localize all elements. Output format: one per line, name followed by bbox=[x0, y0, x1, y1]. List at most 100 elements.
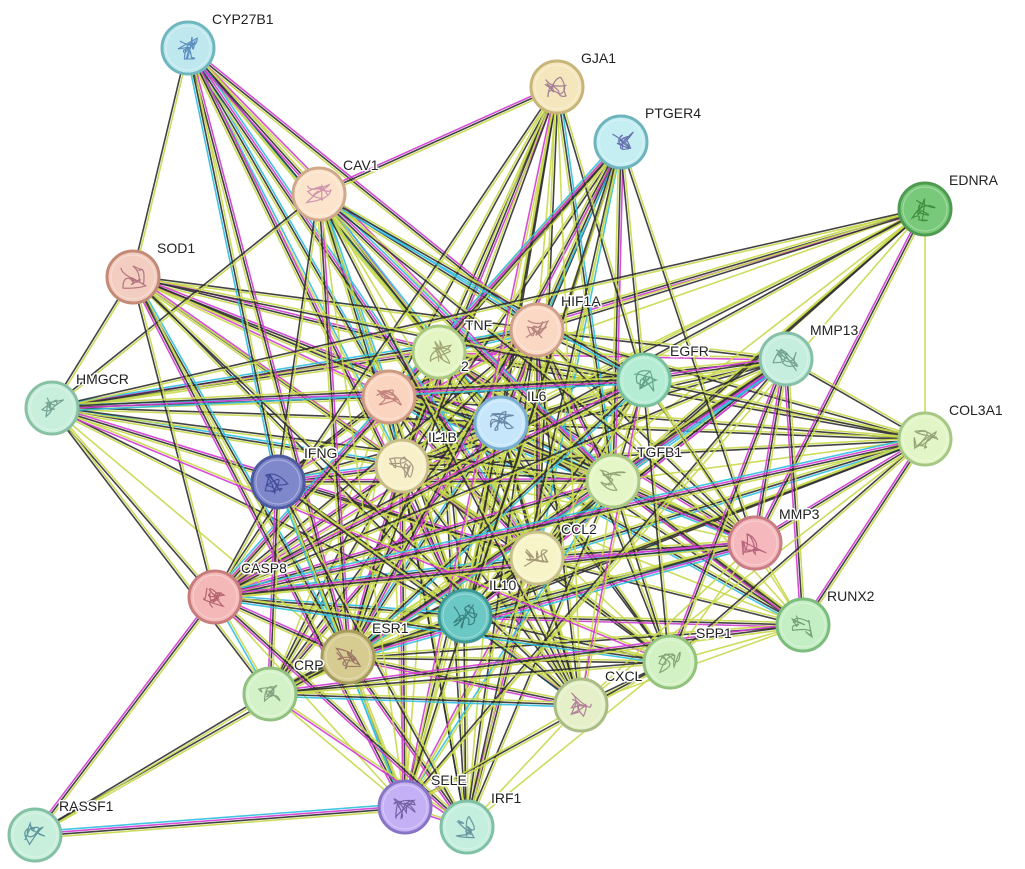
edge-egfr-casp8-strand-1 bbox=[214, 379, 645, 598]
node-circle-tgfb1[interactable] bbox=[585, 453, 641, 509]
protein-structure-icon bbox=[570, 692, 592, 718]
node-label-runx2: RUNX2 bbox=[827, 588, 875, 604]
node-label-node2: 2 bbox=[461, 358, 469, 374]
node-circle-ifng[interactable] bbox=[250, 454, 306, 510]
protein-structure-icon bbox=[544, 76, 567, 98]
node-circle-ptger4[interactable] bbox=[593, 114, 649, 170]
edge-mmp13-casp8-strand-0 bbox=[215, 359, 787, 599]
node-tnf[interactable]: TNF bbox=[411, 316, 494, 380]
node-spp1[interactable]: SPP1 bbox=[642, 624, 734, 690]
edge-gja1-cav1-strand-2 bbox=[317, 84, 557, 193]
node-ccl2[interactable]: CCL2 bbox=[509, 520, 599, 586]
node-tgfb1[interactable]: TGFB1 bbox=[585, 443, 684, 509]
node-label-mmp3: MMP3 bbox=[779, 506, 820, 522]
edge-casp8-rassf1-strand-0 bbox=[36, 597, 218, 837]
edge-spp1-crp-strand-1 bbox=[269, 660, 670, 694]
edge-ednra-mmp3-strand-0 bbox=[756, 209, 928, 545]
node-ptger4[interactable]: PTGER4 bbox=[593, 104, 703, 170]
node-gja1[interactable]: GJA1 bbox=[529, 49, 618, 115]
node-highlight bbox=[621, 357, 667, 403]
edge-casp8-sele-strand-0 bbox=[214, 596, 406, 808]
edge-tgfb1-ptger4-strand-2 bbox=[614, 142, 624, 482]
edge-hmgcr-egfr-strand-3 bbox=[52, 382, 645, 413]
edge-sod1-cxcl-strand-1 bbox=[131, 277, 581, 707]
node-circle-gja1[interactable] bbox=[529, 59, 585, 115]
edge-esr1-mmp3-strand-0 bbox=[346, 539, 755, 655]
node-ifng[interactable]: IFNG bbox=[250, 444, 339, 510]
node-highlight bbox=[478, 400, 524, 446]
edge-crp-cxcl-strand-0 bbox=[270, 691, 582, 704]
node-runx2[interactable]: RUNX2 bbox=[775, 587, 876, 653]
node-circle-il1b[interactable] bbox=[374, 438, 430, 494]
node-rassf1[interactable]: RASSF1 bbox=[7, 797, 115, 863]
protein-structure-icon bbox=[453, 604, 478, 629]
edge-cxcl-sele-strand-0 bbox=[404, 704, 582, 808]
node-circle-runx2[interactable] bbox=[775, 597, 831, 653]
edge-hmgcr-spp1-strand-1 bbox=[51, 408, 670, 664]
node-circle-hif1a[interactable] bbox=[509, 302, 565, 358]
edge-esr1-mmp13-strand-1 bbox=[346, 357, 786, 657]
node-circle-cav1[interactable] bbox=[291, 166, 347, 222]
node-esr1[interactable]: ESR1 bbox=[320, 619, 410, 685]
edge-crp-irf1-strand-0 bbox=[270, 692, 469, 827]
node-highlight bbox=[165, 25, 211, 71]
node-cav1[interactable]: CAV1 bbox=[291, 156, 380, 222]
node-circle-spp1[interactable] bbox=[642, 634, 698, 690]
node-il6[interactable]: IL6 bbox=[473, 387, 548, 451]
protein-structure-icon bbox=[334, 647, 362, 670]
node-circle-ednra[interactable] bbox=[897, 181, 953, 237]
edge-cyp27b1-sod1-strand-1 bbox=[131, 47, 188, 277]
node-mmp3[interactable]: MMP3 bbox=[727, 505, 821, 571]
node-label-cxcl: CXCL bbox=[605, 668, 643, 684]
node-casp8[interactable]: CASP8 bbox=[187, 559, 289, 625]
edge-mmp13-runx2-strand-2 bbox=[783, 359, 802, 626]
node-sod1[interactable]: SOD1 bbox=[105, 239, 197, 305]
node-cxcl[interactable]: CXCL bbox=[553, 667, 644, 733]
edge-tgfb1-cav1-strand-3 bbox=[320, 191, 616, 480]
node-highlight bbox=[29, 385, 75, 431]
edge-ptger4-mmp3-strand-0 bbox=[621, 141, 757, 543]
edge-tgfb1-ptger4-strand-1 bbox=[612, 141, 622, 482]
edge-ptger4-egfr-strand-0 bbox=[621, 141, 646, 380]
edge-ptger4-casp8-strand-3 bbox=[211, 139, 620, 596]
edge-crp-irf1-strand-1 bbox=[268, 694, 467, 829]
node-sele[interactable]: SELE bbox=[377, 771, 468, 835]
node-label-tgfb1: TGFB1 bbox=[637, 444, 682, 460]
node-col3a1[interactable]: COL3A1 bbox=[897, 401, 1004, 467]
node-circle-sod1[interactable] bbox=[105, 249, 161, 305]
node-crp[interactable]: CRP bbox=[242, 656, 325, 722]
node-node2[interactable]: 2 bbox=[361, 357, 471, 425]
node-highlight bbox=[192, 574, 238, 620]
node-mmp13[interactable]: MMP13 bbox=[758, 321, 860, 387]
node-label-esr1: ESR1 bbox=[372, 620, 409, 636]
edge-col3a1-mmp3-strand-2 bbox=[753, 436, 925, 542]
protein-structure-icon bbox=[489, 411, 514, 431]
edge-gja1-cav1-strand-1 bbox=[318, 86, 558, 195]
edge-tgfb1-ifng-strand-1 bbox=[277, 480, 614, 483]
node-il10[interactable]: IL10 bbox=[437, 576, 518, 644]
node-hmgcr[interactable]: HMGCR bbox=[24, 370, 130, 436]
node-highlight bbox=[296, 171, 342, 217]
node-circle-mmp3[interactable] bbox=[727, 515, 783, 571]
edge-ccl2-ifng-strand-0 bbox=[277, 482, 537, 560]
node-irf1[interactable]: IRF1 bbox=[439, 789, 523, 855]
node-hif1a[interactable]: HIF1A bbox=[509, 292, 603, 358]
edge-tgfb1-casp8-strand-1 bbox=[214, 480, 614, 598]
protein-structure-icon bbox=[429, 339, 453, 365]
node-ednra[interactable]: EDNRA bbox=[897, 171, 1000, 237]
edge-ccl2-spp1-strand-0 bbox=[537, 556, 672, 662]
edge-il1b-irf1-strand-1 bbox=[400, 466, 467, 828]
node-cyp27b1[interactable]: CYP27B1 bbox=[160, 10, 275, 76]
node-circle-sele[interactable] bbox=[377, 779, 433, 835]
edge-hif1a-ednra-strand-0 bbox=[536, 207, 925, 330]
node-egfr[interactable]: EGFR bbox=[616, 342, 710, 408]
edge-ccl2-cyp27b1-strand-3 bbox=[190, 45, 541, 557]
edge-il10-runx2-strand-2 bbox=[464, 617, 803, 628]
node-circle-mmp13[interactable] bbox=[758, 331, 814, 387]
node-il1b[interactable]: IL1B bbox=[374, 428, 458, 494]
edge-ccl2-ptger4-strand-1 bbox=[537, 142, 623, 559]
edge-egfr-col3a1-strand-0 bbox=[644, 378, 926, 439]
edge-egfr-spp1-strand-1 bbox=[642, 380, 670, 663]
protein-structure-icon bbox=[376, 389, 402, 406]
edge-esr1-cxcl-strand-1 bbox=[347, 656, 582, 706]
